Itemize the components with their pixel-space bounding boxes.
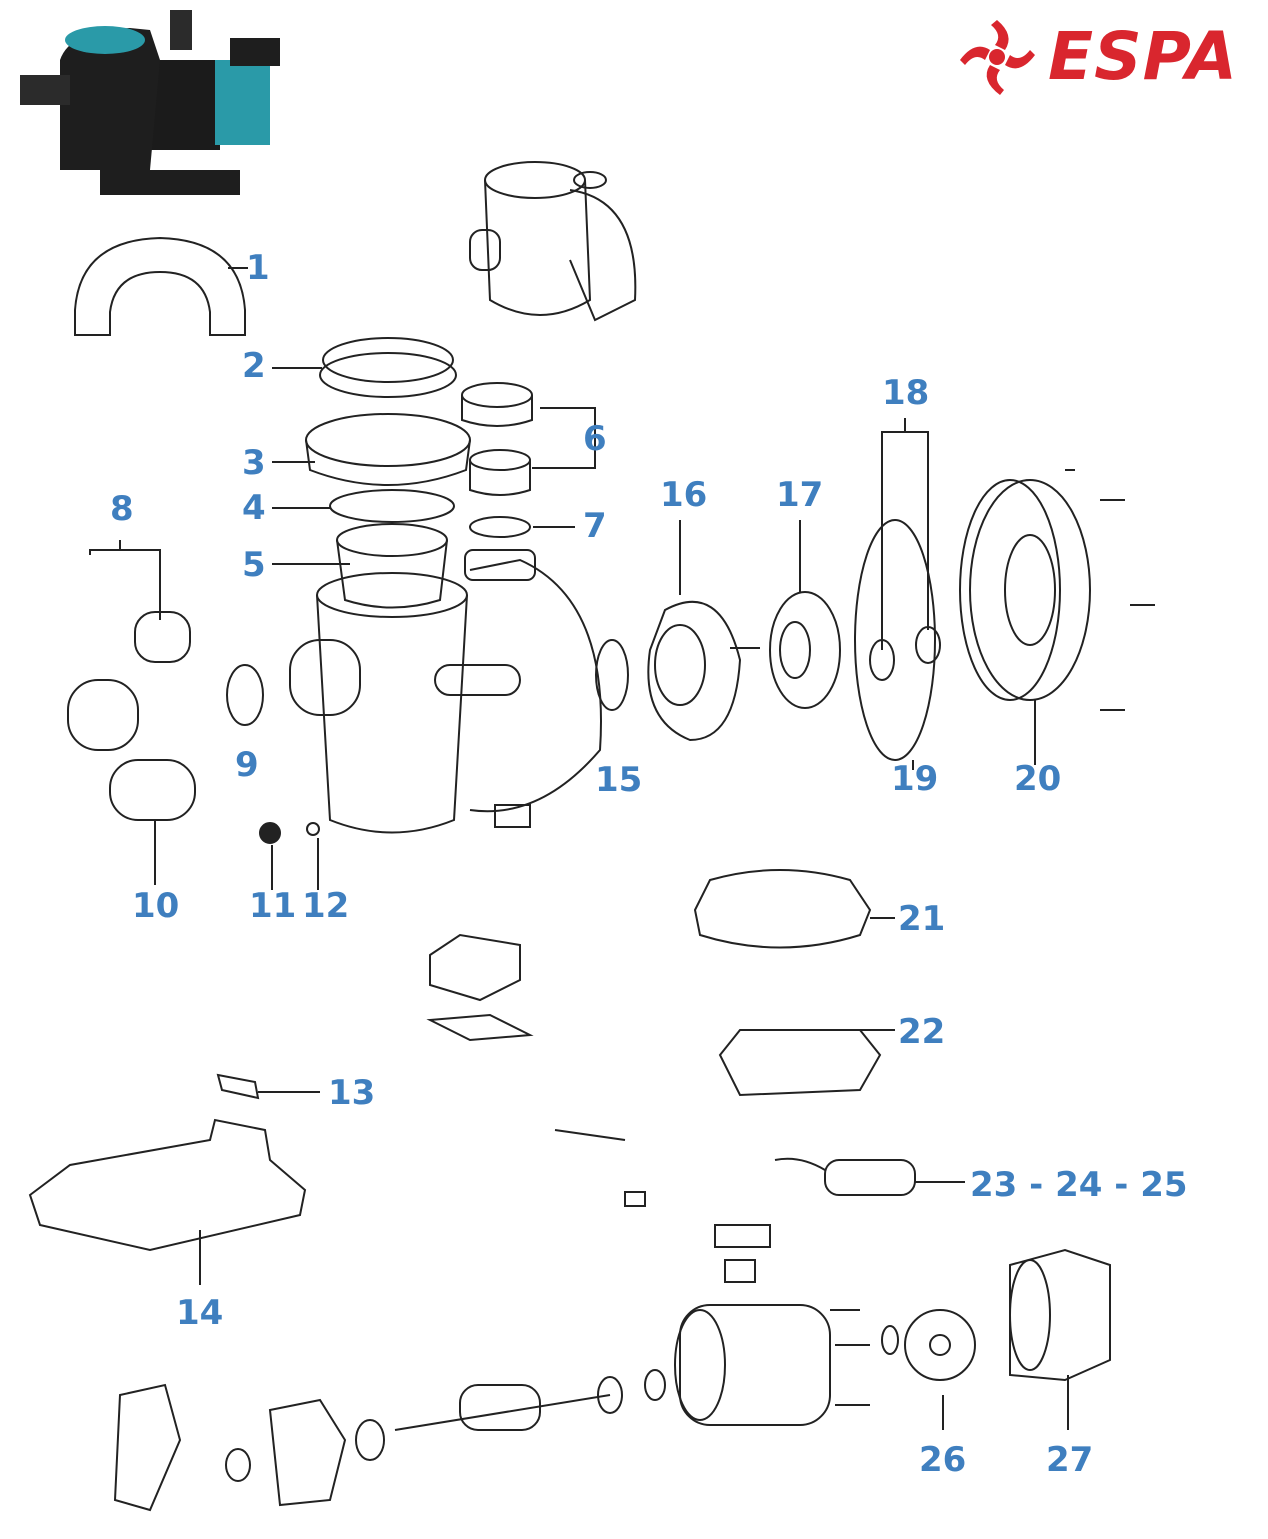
label-4: 4 <box>242 488 266 528</box>
espa-logo-text: ESPA <box>1048 18 1239 95</box>
part-14-base <box>28 1118 307 1285</box>
label-15: 15 <box>595 760 643 800</box>
label-21: 21 <box>898 899 946 939</box>
label-2: 2 <box>242 346 266 386</box>
part-21-cover <box>693 869 895 949</box>
label-23-24-25: 23 - 24 - 25 <box>970 1165 1188 1205</box>
label-14: 14 <box>176 1293 224 1333</box>
part-6-union <box>461 382 596 496</box>
label-17: 17 <box>776 475 824 515</box>
espa-swirl-icon <box>960 20 1035 95</box>
part-22-box <box>718 1029 895 1097</box>
label-5: 5 <box>242 545 266 585</box>
label-16: 16 <box>660 475 708 515</box>
label-3: 3 <box>242 443 266 483</box>
rotor-assembly <box>113 1369 666 1512</box>
label-12: 12 <box>302 886 350 926</box>
part-23-capacitor <box>554 1129 965 1207</box>
label-1: 1 <box>246 248 270 288</box>
label-9: 9 <box>235 745 259 785</box>
part-13-foot <box>216 1073 260 1100</box>
label-11: 11 <box>249 886 297 926</box>
label-26: 26 <box>919 1440 967 1480</box>
part-12-washer <box>306 822 320 836</box>
part-18-19-seal <box>854 418 941 770</box>
part-16-diffuser <box>647 520 742 742</box>
label-20: 20 <box>1014 759 1062 799</box>
pump-photo <box>20 10 280 195</box>
part-3-ring <box>272 413 471 486</box>
part-26-fan <box>904 1309 976 1430</box>
pump-body-small <box>469 161 637 322</box>
part-27-fan-cover <box>1009 1248 1111 1430</box>
part-15-oring <box>595 639 629 711</box>
label-10: 10 <box>132 886 180 926</box>
label-6: 6 <box>583 419 607 459</box>
label-8: 8 <box>110 489 134 529</box>
capacitor-box <box>426 933 534 1042</box>
label-27: 27 <box>1046 1440 1094 1480</box>
label-22: 22 <box>898 1012 946 1052</box>
part-17-impeller <box>730 520 841 709</box>
part-2-lid <box>272 337 457 398</box>
pump-body <box>289 549 602 834</box>
part-11-plug <box>259 822 281 844</box>
part-5-basket <box>272 523 448 609</box>
part-7-oring <box>469 516 531 538</box>
label-19: 19 <box>891 759 939 799</box>
part-20-flange <box>959 469 1155 765</box>
motor <box>674 1224 899 1426</box>
label-18: 18 <box>882 373 930 413</box>
part-1-clamp <box>74 236 248 336</box>
label-7: 7 <box>583 506 607 546</box>
part-4-oring <box>329 489 455 523</box>
part-8-union <box>67 540 191 751</box>
part-10-tailpiece <box>109 759 196 885</box>
label-13: 13 <box>328 1073 376 1113</box>
part-9-oring <box>226 664 264 726</box>
